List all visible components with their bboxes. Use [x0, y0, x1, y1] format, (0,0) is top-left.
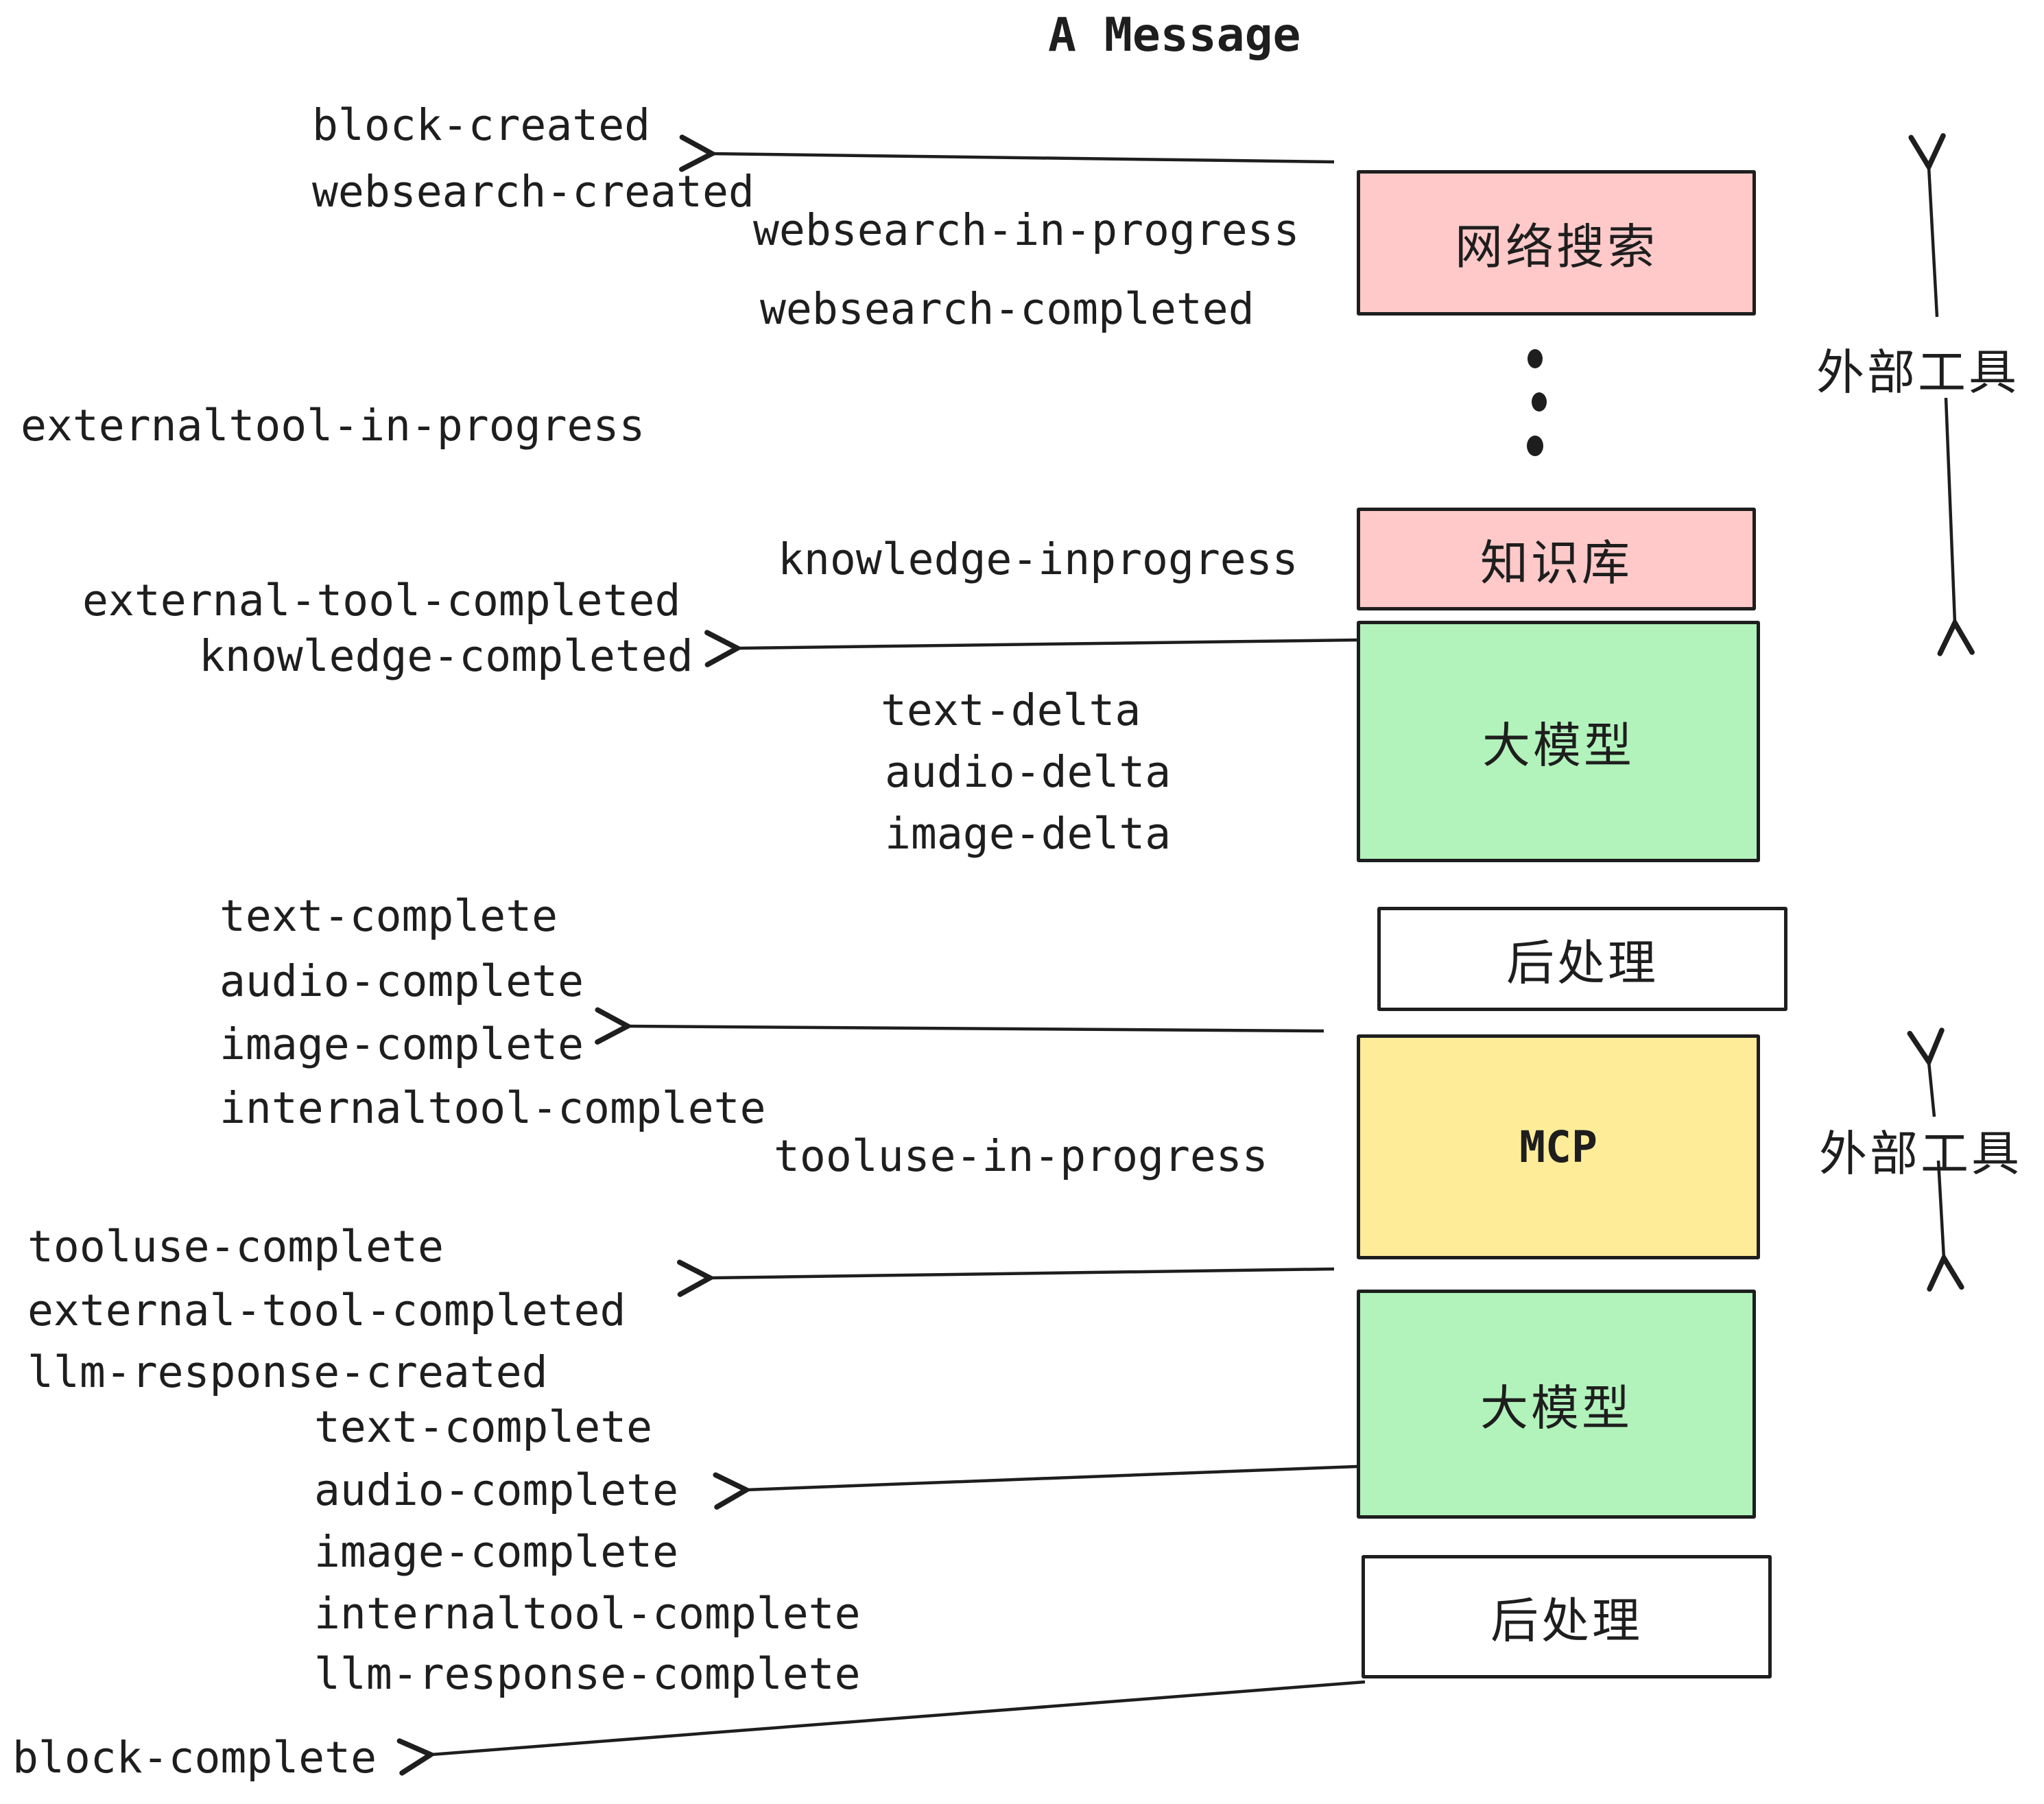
- box-websearch-label: 网络搜索: [1455, 218, 1658, 275]
- arrow-external-tools-down-1: [1937, 397, 1975, 656]
- event-label-audio-delta-1: audio-delta: [885, 747, 1172, 797]
- event-label-audio-complete-1: audio-complete: [219, 956, 584, 1006]
- event-label-websearch-created: websearch-created: [312, 167, 754, 217]
- arrow-external-tools-down-2: [1927, 1160, 1964, 1292]
- event-label-knowledge-inprogress: knowledge-inprogress: [778, 534, 1298, 584]
- event-label-image-complete-1: image-complete: [219, 1019, 584, 1069]
- arrow-block-complete: [396, 1680, 1366, 1776]
- box-postprocess-1: 后处理: [1377, 907, 1787, 1011]
- box-postprocess-2: 后处理: [1362, 1555, 1772, 1678]
- event-label-websearch-completed: websearch-completed: [760, 284, 1255, 334]
- event-label-audio-complete-2: audio-complete: [314, 1465, 679, 1515]
- event-label-image-complete-2: image-complete: [314, 1527, 679, 1577]
- arrow-websearch-created: [679, 134, 1335, 172]
- event-label-internaltool-complete-1: internaltool-complete: [219, 1083, 766, 1133]
- event-label-externaltool-in-progress: externaltool-in-progress: [21, 401, 645, 451]
- arrow-external-tools-up-2: [1907, 1028, 1945, 1117]
- arrow-audio-complete: [713, 1464, 1357, 1510]
- box-llm-1: 大模型: [1357, 621, 1760, 862]
- event-label-tooluse-complete: tooluse-complete: [27, 1222, 444, 1272]
- event-label-llm-response-created: llm-response-created: [27, 1347, 548, 1397]
- event-label-text-complete-2: text-complete: [314, 1402, 653, 1452]
- event-label-external-tool-completed-2: external-tool-completed: [27, 1285, 626, 1336]
- event-label-websearch-in-progress: websearch-in-progress: [753, 205, 1300, 255]
- box-mcp-label: MCP: [1519, 1121, 1597, 1172]
- arrow-image-complete: [595, 1007, 1324, 1045]
- event-label-internaltool-complete-2: internaltool-complete: [314, 1589, 861, 1639]
- box-websearch: 网络搜索: [1357, 170, 1756, 316]
- event-label-text-delta-1: text-delta: [881, 685, 1141, 735]
- diagram-title: A Message: [1048, 8, 1301, 62]
- event-label-block-complete: block-complete: [12, 1733, 377, 1783]
- event-label-llm-response-complete: llm-response-complete: [314, 1649, 861, 1699]
- side-label-external-tools-top: 外部工具: [1816, 344, 2019, 401]
- event-label-knowledge-completed: knowledge-completed: [199, 631, 693, 681]
- event-label-tooluse-in-progress: tooluse-in-progress: [774, 1131, 1268, 1181]
- ellipsis-dots-icon: [1527, 349, 1547, 456]
- event-label-image-delta-1: image-delta: [885, 809, 1172, 859]
- arrow-tooluse-complete: [676, 1259, 1335, 1297]
- event-label-external-tool-completed: external-tool-completed: [82, 575, 681, 626]
- event-label-block-created: block-created: [312, 100, 651, 150]
- box-knowledge: 知识库: [1357, 508, 1756, 610]
- box-llm-2: 大模型: [1357, 1290, 1756, 1519]
- arrow-external-tools-up-1: [1908, 133, 1946, 318]
- box-llm-1-label: 大模型: [1482, 717, 1635, 774]
- box-knowledge-label: 知识库: [1480, 534, 1632, 591]
- event-label-text-complete-1: text-complete: [219, 891, 558, 941]
- box-postprocess-1-label: 后处理: [1506, 934, 1659, 991]
- box-llm-2-label: 大模型: [1480, 1379, 1632, 1436]
- box-mcp: MCP: [1357, 1034, 1760, 1259]
- side-label-external-tools-mcp: 外部工具: [1819, 1126, 2022, 1182]
- arrow-knowledge-completed: [704, 630, 1357, 667]
- box-postprocess-2-label: 后处理: [1490, 1592, 1643, 1649]
